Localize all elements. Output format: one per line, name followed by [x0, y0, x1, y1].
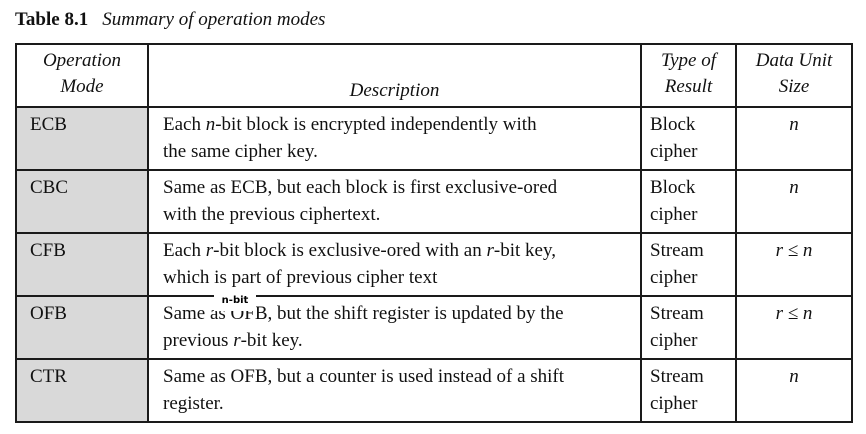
description-cell: Each r-bit block is exclusive-ored with … [147, 232, 642, 297]
mode-cell: ECB [15, 106, 149, 171]
result-cell: Block cipher [640, 106, 737, 171]
table-row: OFB Same as OFB, but the shift register … [15, 295, 853, 360]
description-cell: Same as ECB, but each block is first exc… [147, 169, 642, 234]
table-row: CFB Each r-bit block is exclusive-ored w… [15, 232, 853, 297]
header-operation-mode: Operation Mode [15, 43, 149, 108]
header-type-of-result: Type of Result [640, 43, 737, 108]
description-cell: Same as OFB, but a counter is used inste… [147, 358, 642, 423]
table-row: CTR Same as OFB, but a counter is used i… [15, 358, 853, 423]
mode-cell: OFB [15, 295, 149, 360]
description-cell: Same as OFB, but the shift register is u… [147, 295, 642, 360]
operation-modes-table: Operation Mode Description Type of Resul… [15, 43, 853, 423]
result-cell: Stream cipher [640, 295, 737, 360]
size-cell: n [735, 358, 853, 423]
table-title: Summary of operation modes [102, 9, 326, 30]
table-caption: Table 8.1 Summary of operation modes [15, 9, 325, 31]
description-cell: Each n-bit block is encrypted independen… [147, 106, 642, 171]
mode-cell: CTR [15, 358, 149, 423]
size-cell: r ≤ n [735, 232, 853, 297]
size-cell: n [735, 169, 853, 234]
header-data-unit-size: Data Unit Size [735, 43, 853, 108]
table-row: CBC Same as ECB, but each block is first… [15, 169, 853, 234]
mode-cell: CBC [15, 169, 149, 234]
result-cell: Block cipher [640, 169, 737, 234]
size-cell: n [735, 106, 853, 171]
header-description: Description [147, 43, 642, 108]
table-row: ECB Each n-bit block is encrypted indepe… [15, 106, 853, 171]
result-cell: Stream cipher [640, 232, 737, 297]
result-cell: Stream cipher [640, 358, 737, 423]
mode-cell: CFB [15, 232, 149, 297]
size-cell: r ≤ n [735, 295, 853, 360]
header-row: Operation Mode Description Type of Resul… [15, 43, 853, 108]
table-number: Table 8.1 [15, 9, 89, 30]
tooltip-label: n-bit [214, 294, 256, 311]
